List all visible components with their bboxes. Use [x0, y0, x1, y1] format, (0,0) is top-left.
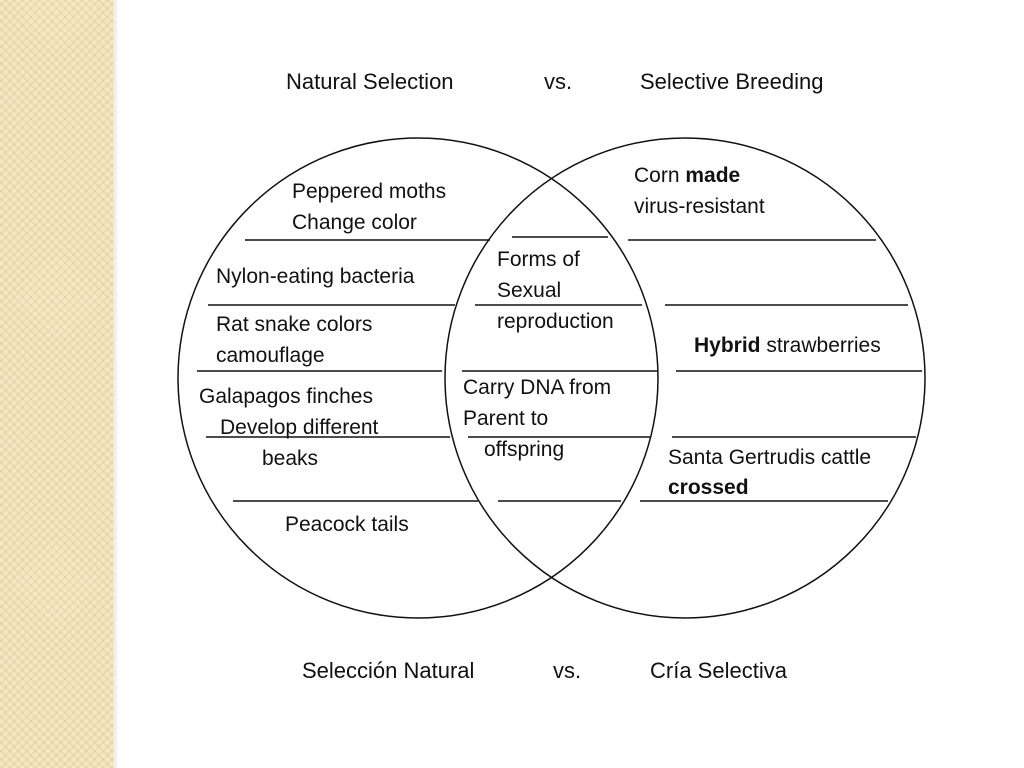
- forms-line-3: reproduction: [497, 310, 614, 333]
- selective-breeding-circle: [444, 137, 926, 619]
- dna-line-3: offspring: [484, 438, 565, 461]
- made-word: made: [685, 164, 741, 187]
- finches-line-1: Galapagos finches: [199, 385, 373, 408]
- natural-selection-circle: [177, 137, 659, 619]
- finches-line-3: beaks: [262, 447, 319, 470]
- strip-shadow: [113, 0, 119, 768]
- crossed-word: crossed: [668, 476, 749, 499]
- footer-vs: vs.: [553, 658, 582, 683]
- finches-line-2: Develop different: [220, 416, 379, 439]
- snake-line-1: Rat snake colors: [216, 313, 373, 336]
- snake-line-2: camouflage: [216, 344, 325, 367]
- cattle-line-1: Santa Gertrudis cattle: [668, 446, 872, 469]
- moths-line-2: Change color: [292, 211, 417, 234]
- header-natural-selection: Natural Selection: [286, 69, 454, 94]
- decorative-side-strip: [0, 0, 113, 768]
- cattle-line-2: crossed: [668, 472, 749, 503]
- header-selective-breeding: Selective Breeding: [640, 69, 824, 94]
- footer-seleccion-natural: Selección Natural: [302, 658, 475, 683]
- forms-line-2: Sexual: [497, 279, 562, 302]
- corn-word: Corn: [634, 164, 686, 187]
- strawberries-word: strawberries: [760, 334, 881, 357]
- dna-line-1: Carry DNA from: [463, 376, 612, 399]
- dna-line-2: Parent to: [463, 407, 549, 430]
- footer-cria-selectiva: Cría Selectiva: [650, 658, 787, 683]
- hybrid-word: Hybrid: [694, 334, 761, 357]
- peacock-text: Peacock tails: [285, 513, 409, 536]
- corn-line-1: Corn made: [634, 160, 740, 191]
- answer-lines: [197, 236, 922, 502]
- forms-line-1: Forms of: [497, 248, 580, 271]
- header-vs: vs.: [544, 69, 573, 94]
- bacteria-text: Nylon-eating bacteria: [216, 265, 415, 288]
- hybrid-text: Hybrid strawberries: [694, 330, 881, 361]
- moths-line-1: Peppered moths: [292, 180, 447, 203]
- corn-line-2: virus-resistant: [634, 195, 765, 218]
